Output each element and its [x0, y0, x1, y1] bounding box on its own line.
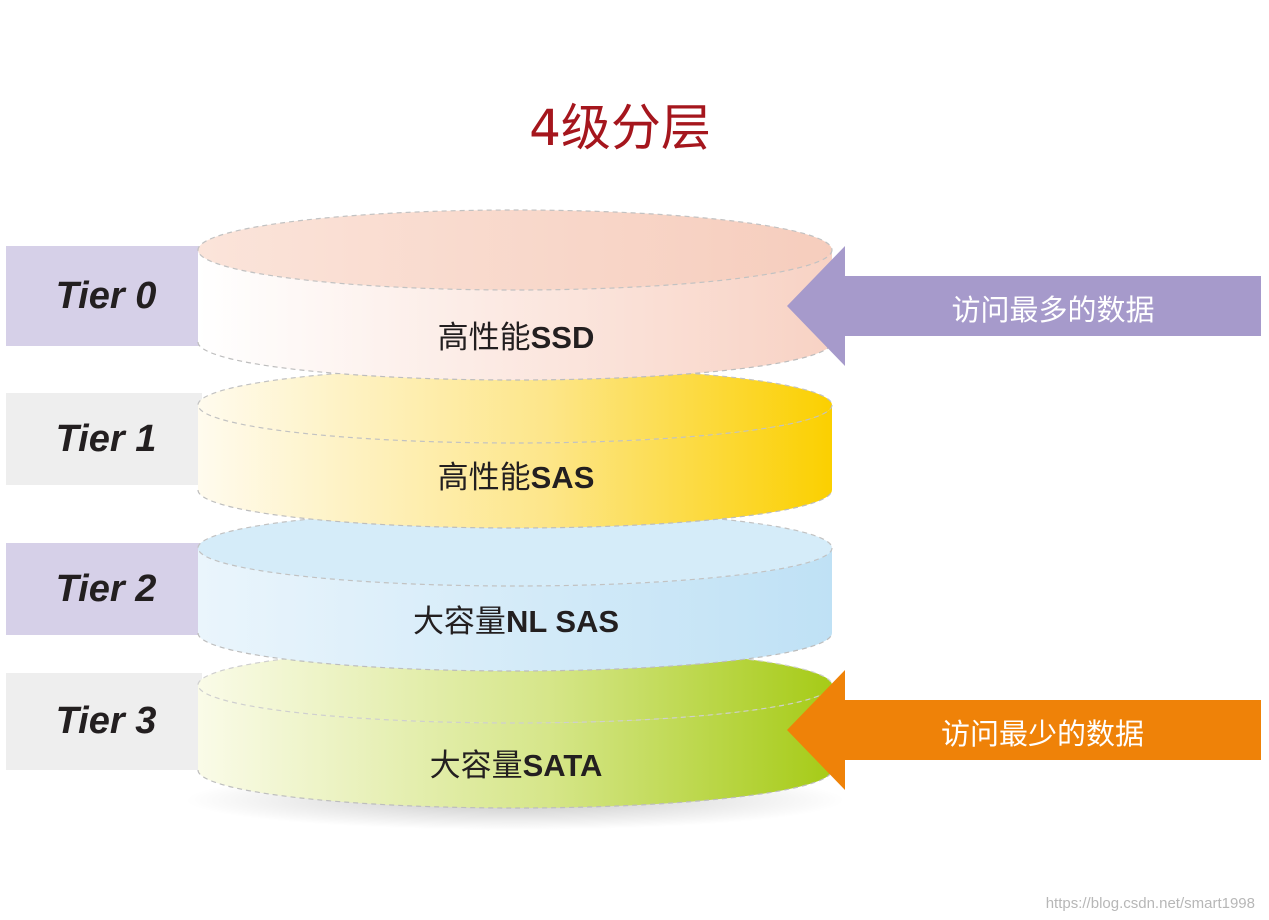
disk-label-sas-cn: 高性能: [437, 460, 531, 496]
arrow-text-least: 访问最少的数据: [940, 717, 1144, 751]
disk-sas: [197, 366, 833, 529]
disk-label-nlsas-cn: 大容量: [412, 604, 506, 640]
diagram-title: 4级分层: [529, 99, 711, 157]
disk-label-sas: 高性能SAS: [200, 452, 832, 497]
disk-label-ssd-cn: 高性能: [437, 320, 531, 356]
disk-label-sata: 大容量SATA: [200, 740, 832, 785]
disk-label-ssd-en: SSD: [530, 320, 595, 355]
disk-nl-sas: [197, 509, 833, 672]
tier-box-2: [6, 543, 202, 635]
watermark: https://blog.csdn.net/smart1998: [1045, 895, 1255, 912]
tier-box-0: [6, 246, 202, 346]
disk-label-sata-en: SATA: [522, 748, 603, 783]
tier-label-2: Tier 2: [55, 567, 157, 610]
tier-label-3: Tier 3: [55, 700, 157, 742]
arrow-most-accessed: [787, 246, 1261, 366]
tier-box-1: [6, 393, 202, 485]
disk-label-nlsas: 大容量NL SAS: [200, 596, 832, 641]
tier-label-0: Tier 0: [55, 274, 157, 317]
tier-label-1: Tier 1: [55, 417, 157, 460]
disk-label-sata-cn: 大容量: [429, 748, 523, 784]
tier-box-3: [6, 673, 202, 770]
disk-ssd: [197, 209, 833, 381]
disk-label-nlsas-en: NL SAS: [505, 604, 620, 639]
disk-label-ssd: 高性能SSD: [200, 312, 832, 357]
disk-label-sas-en: SAS: [530, 460, 595, 495]
arrow-text-most: 访问最多的数据: [951, 293, 1155, 327]
arrow-least-accessed: [787, 670, 1261, 790]
